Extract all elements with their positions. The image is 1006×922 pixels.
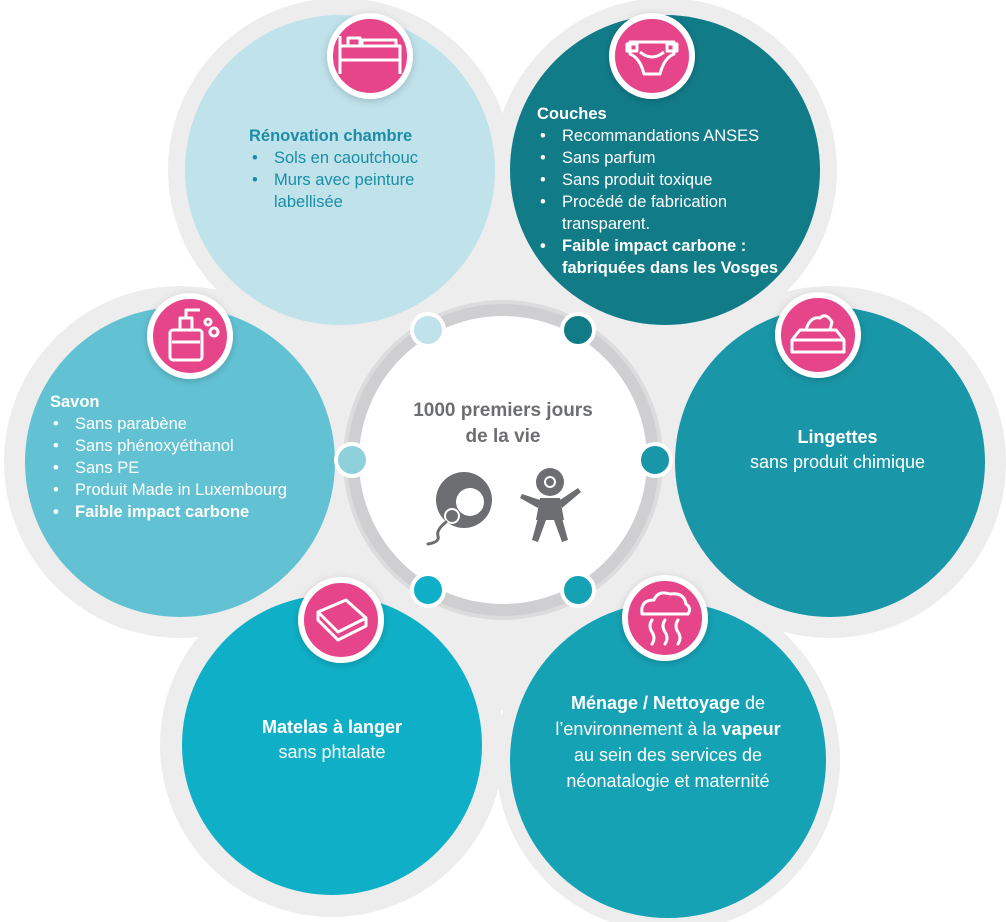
couches-title: Couches	[537, 105, 607, 123]
center-title: 1000 premiers jours de la vie	[383, 398, 623, 450]
list-item: Sans produit toxique	[537, 169, 797, 191]
list-item: Sans PE	[50, 457, 320, 479]
bubble-savon: Savon Sans parabène Sans phénoxyéthanol …	[50, 391, 320, 523]
savon-list: Sans parabène Sans phénoxyéthanol Sans P…	[50, 413, 320, 523]
list-item: Sans parfum	[537, 147, 797, 169]
bubble-renovation: Rénovation chambre Sols en caoutchouc Mu…	[249, 125, 449, 213]
ring-dot-renovation	[410, 312, 446, 348]
renovation-list: Sols en caoutchouc Murs avec peinture la…	[249, 147, 449, 213]
list-item: Procédé de fabrication transparent.	[537, 191, 797, 235]
bubble-lingettes-circle	[675, 307, 985, 617]
bubble-lingettes: Lingettes sans produit chimique	[720, 425, 955, 475]
wipes-icon	[775, 292, 861, 378]
list-item: Recommandations ANSES	[537, 125, 797, 147]
lingettes-subtitle: sans produit chimique	[749, 452, 926, 472]
list-item-bold: Faible impact carbone : fabriquées dans …	[537, 235, 797, 279]
changing-mat-icon	[298, 577, 384, 663]
list-item-bold: Faible impact carbone	[50, 501, 320, 523]
list-item: Produit Made in Luxembourg	[50, 479, 320, 501]
lingettes-title: Lingettes	[797, 427, 878, 447]
matelas-subtitle: sans phtalate	[278, 742, 386, 762]
bubble-menage: Ménage / Nettoyage de l’environnement à …	[528, 690, 808, 794]
sperm-egg-icon	[426, 472, 492, 546]
menage-vapeur: vapeur	[721, 719, 781, 739]
bubble-matelas: Matelas à langer sans phtalate	[232, 715, 432, 765]
bubble-couches: Couches Recommandations ANSES Sans parfu…	[537, 103, 797, 279]
menage-line4: néonatalogie et maternité	[566, 771, 770, 791]
diaper-icon	[609, 13, 695, 99]
menage-word-de: de	[745, 693, 766, 713]
renovation-title: Rénovation chambre	[249, 127, 413, 145]
ring-dot-savon	[334, 442, 370, 478]
center-title-line2: de la vie	[465, 426, 541, 447]
matelas-title: Matelas à langer	[261, 717, 403, 737]
ring-dot-couches	[560, 312, 596, 348]
bed-icon	[327, 13, 413, 99]
list-item: Sans parabène	[50, 413, 320, 435]
ring-dot-menage	[560, 572, 596, 608]
menage-line3: au sein des services de	[573, 745, 763, 765]
center-ring	[347, 304, 659, 616]
list-item: Sans phénoxyéthanol	[50, 435, 320, 457]
baby-icon	[520, 468, 581, 542]
list-item: Sols en caoutchouc	[249, 147, 449, 169]
couches-list: Recommandations ANSES Sans parfum Sans p…	[537, 125, 797, 279]
menage-title: Ménage / Nettoyage	[570, 693, 740, 713]
steam-cloud-icon	[622, 575, 708, 661]
bubble-menage-circle	[510, 602, 826, 918]
savon-title: Savon	[50, 393, 100, 411]
center-title-line1: 1000 premiers jours	[413, 400, 593, 421]
soap-dispenser-icon	[147, 293, 233, 379]
bubble-matelas-circle	[182, 595, 482, 895]
ring-dot-matelas	[410, 572, 446, 608]
menage-line2: l’environnement à la	[555, 719, 717, 739]
ring-dot-lingettes	[637, 442, 673, 478]
list-item: Murs avec peinture labellisée	[249, 169, 449, 213]
